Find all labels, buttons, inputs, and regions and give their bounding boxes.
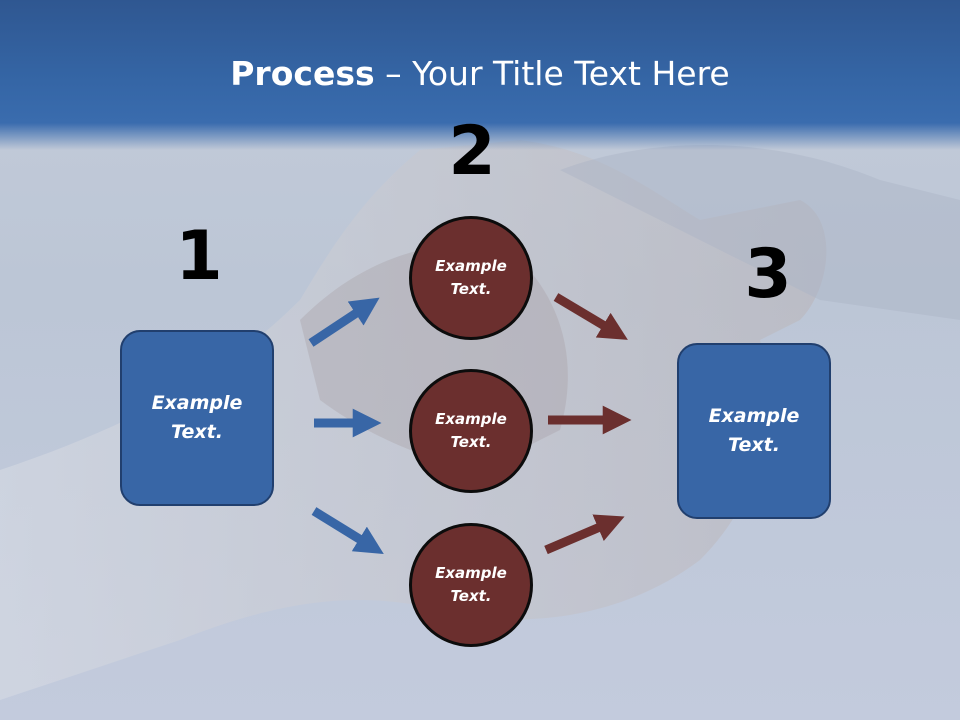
title-bold: Process — [230, 54, 375, 93]
step-2-circle-top: Example Text. — [409, 216, 533, 340]
step-1-box: Example Text. — [120, 330, 274, 506]
title-rest: Your Title Text Here — [412, 54, 730, 93]
step-1-number: 1 — [175, 217, 223, 296]
step-3-label: Example Text. — [708, 405, 800, 456]
step-2-circle-middle: Example Text. — [409, 369, 533, 493]
arrow-2c-to-3 — [544, 514, 625, 555]
step-3-number: 3 — [744, 235, 792, 314]
slide-title: Process – Your Title Text Here — [0, 52, 960, 96]
step-3-box: Example Text. — [677, 343, 831, 519]
step-2-circle-bottom: Example Text. — [409, 523, 533, 647]
arrow-1-to-2a — [308, 297, 380, 347]
step-2-circle-middle-label: Example Text. — [435, 410, 507, 451]
arrow-2a-to-3 — [553, 293, 628, 340]
arrow-1-to-2c — [311, 507, 384, 555]
step-2-circle-top-label: Example Text. — [435, 257, 507, 298]
title-separator: – — [374, 54, 413, 93]
title-banner — [0, 0, 960, 150]
step-1-label: Example Text. — [151, 392, 243, 443]
step-2-circle-bottom-label: Example Text. — [435, 564, 507, 605]
step-2-number: 2 — [448, 112, 496, 191]
